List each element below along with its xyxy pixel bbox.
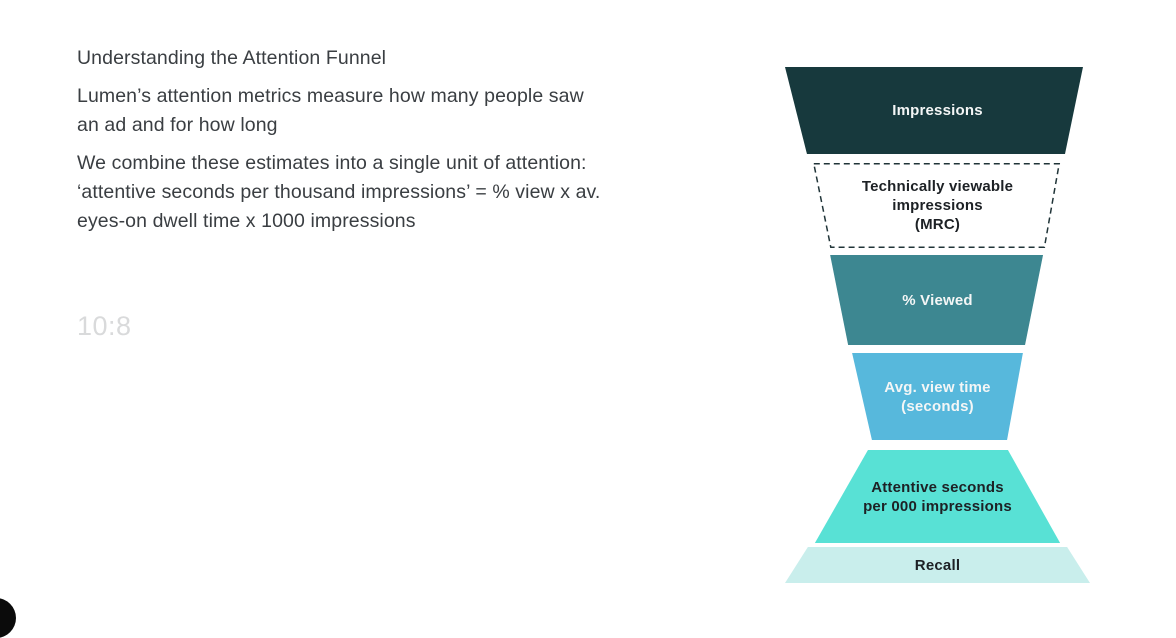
funnel-segment-recall: Recall — [785, 547, 1090, 583]
slide-text-block: Understanding the Attention Funnel Lumen… — [77, 44, 637, 236]
aspect-ratio-label: 10:8 — [77, 311, 132, 341]
funnel-segment-technically-viewable: Technically viewable impressions (MRC) — [785, 163, 1090, 248]
slide-paragraph-formula: We combine these estimates into a single… — [77, 152, 601, 232]
slide-canvas: Understanding the Attention Funnel Lumen… — [0, 44, 1090, 638]
funnel-segment-label: Recall — [914, 556, 961, 574]
slide-title: Understanding the Attention Funnel — [77, 47, 387, 69]
funnel-segment-label: Technically viewable impressions (MRC) — [861, 178, 1014, 233]
funnel-segment-impressions: Impressions — [785, 67, 1083, 154]
funnel-segment-label: Impressions — [892, 102, 983, 119]
funnel-segment-avg-view-time: Avg. view time (seconds) — [852, 353, 1023, 440]
dashed-outline-shape — [812, 163, 1061, 248]
dashed-trapezoid-outline — [812, 163, 1061, 248]
funnel-segment-label: Attentive seconds per 000 impressions — [863, 478, 1012, 515]
slide-paragraph-metrics: Lumen’s attention metrics measure how ma… — [77, 85, 584, 136]
corner-logo-fragment — [0, 598, 16, 638]
funnel-segment-attentive-seconds: Attentive seconds per 000 impressions — [814, 450, 1061, 543]
attention-funnel-diagram: Impressions Technically viewable impress… — [785, 67, 1090, 583]
funnel-segment-label: % Viewed — [902, 291, 973, 309]
funnel-segment-percent-viewed: % Viewed — [830, 255, 1044, 345]
funnel-segment-label: Avg. view time (seconds) — [884, 378, 991, 415]
